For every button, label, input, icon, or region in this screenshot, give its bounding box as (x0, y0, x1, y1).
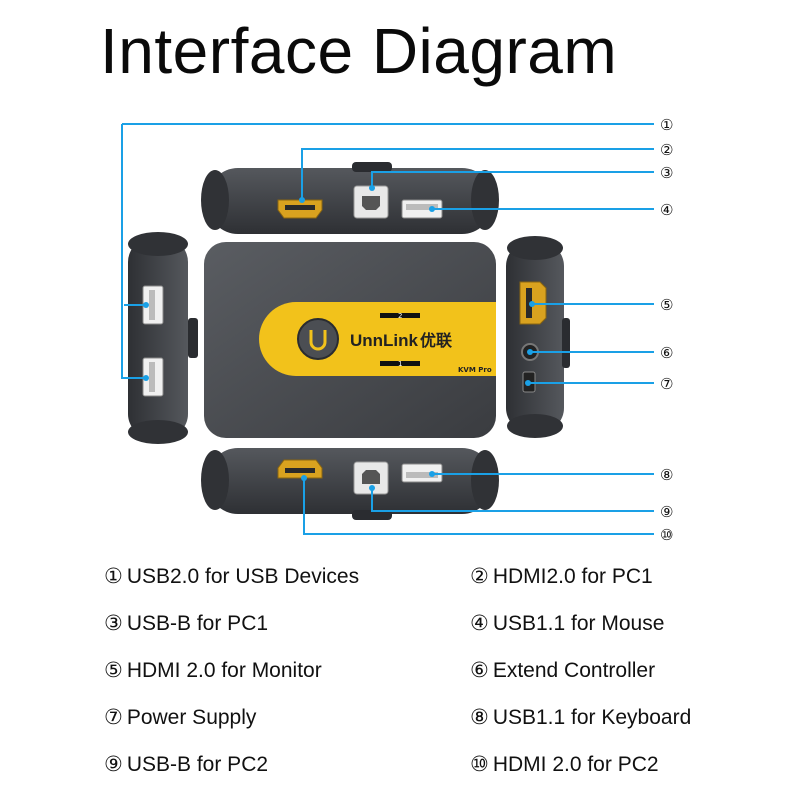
bottom-side-panel (201, 448, 499, 520)
hdmi-port-pc1 (277, 199, 323, 219)
callout-1: ① (660, 116, 673, 134)
callout-line-1-leg (121, 124, 146, 379)
usb-a-port-keyboard (401, 463, 443, 483)
callout-9: ⑨ (660, 503, 673, 521)
top-side-panel (201, 162, 499, 234)
port-2-label: 2 (398, 312, 402, 320)
main-unit-top: 2 1 UnnLink 优联 KVM Pro (204, 242, 496, 438)
callout-6: ⑥ (660, 344, 673, 362)
page-title: Interface Diagram (100, 15, 618, 87)
callout-line-9 (371, 488, 654, 512)
hdmi-port-pc2 (277, 459, 323, 479)
usb-b-port-pc2 (353, 461, 389, 495)
callout-5: ⑤ (660, 296, 673, 314)
model-label: KVM Pro (458, 366, 492, 374)
callout-7: ⑦ (660, 375, 673, 393)
interface-diagram: 2 1 UnnLink 优联 KVM Pro (121, 116, 673, 544)
callout-3: ③ (660, 164, 673, 182)
right-side-panel (506, 236, 570, 438)
brand-cn: 优联 (420, 331, 452, 350)
callout-4: ④ (660, 201, 673, 219)
port-1-label: 1 (398, 360, 402, 368)
callout-lines (121, 123, 654, 535)
callout-line-3 (371, 171, 654, 188)
usb-b-port-pc1 (353, 185, 389, 219)
callout-dots (143, 185, 535, 491)
callout-10: ⑩ (660, 526, 673, 544)
callout-line-2 (301, 148, 654, 200)
brand-name: UnnLink (350, 331, 419, 350)
callout-2: ② (660, 141, 673, 159)
callout-8: ⑧ (660, 466, 673, 484)
callout-line-10 (303, 478, 654, 535)
left-side-panel (128, 232, 198, 444)
